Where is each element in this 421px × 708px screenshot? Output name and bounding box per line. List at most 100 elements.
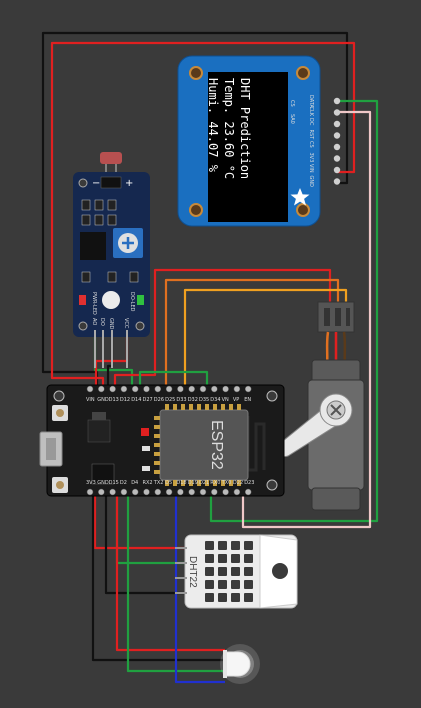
esp32-bottom-pin[interactable] [86,488,94,496]
ldr-pin-label: GND [108,318,114,330]
esp32-top-pin[interactable] [120,385,128,393]
oled-left-pin-cs: CS [289,100,295,107]
esp32-bottom-pin[interactable] [98,488,105,496]
oled-pin[interactable] [333,120,341,128]
oled-pin[interactable] [333,155,341,162]
esp32-chip [159,409,249,481]
esp32-bottom-pin[interactable] [244,488,252,496]
ldr-smd-parts [81,199,139,283]
esp32-bottom-pin-label: RX0 [210,480,220,486]
dht22-vent-grid [205,541,253,602]
oled-display[interactable]: DHT Prediction Temp. 23.60 °C Humi. 44.0… [177,55,341,227]
oled-pin-label: CS [308,141,314,148]
ldr-comparator-ic [80,232,106,260]
oled-pin-label: DC [308,118,314,126]
servo-motor[interactable] [276,301,365,511]
wire-red-led [115,496,225,652]
esp32-top-pin[interactable] [222,385,229,393]
esp32-bottom-pin[interactable] [154,488,162,496]
esp32-bottom-pin[interactable] [120,488,128,496]
photoresistor-head [100,152,122,164]
esp32-top-pin-label: EN [244,397,251,403]
oled-pin-label: DATA [308,95,314,108]
ldr-board [73,172,150,337]
oled-mount-hole [189,66,203,80]
pwr-led-label: PWR-LED [91,292,97,315]
esp32-bottom-pin[interactable] [199,488,207,496]
esp32-bottom-pin[interactable] [131,488,139,496]
oled-screen [208,72,288,222]
pwr-led [79,295,86,305]
esp32-chip-label: ESP32 [208,420,225,470]
esp32-top-pin-label: VP [233,397,239,403]
oled-pin[interactable] [333,109,341,116]
oled-pin[interactable] [333,143,341,151]
esp32-top-pin[interactable] [244,385,252,393]
star-logo-icon [290,188,310,206]
ldr-mount-hole [135,321,145,331]
oled-pin[interactable] [333,166,341,174]
esp32-top-pin-label: VIN [86,397,95,403]
esp32-bottom-pin[interactable] [177,488,184,496]
esp32-top-pin[interactable] [211,385,218,393]
oled-pin[interactable] [333,178,341,185]
oled-pin[interactable] [333,97,341,105]
esp32-bottom-pin[interactable] [165,488,173,496]
esp32-top-pin[interactable] [98,385,105,393]
esp32-bottom-pin-label: 3V3 [86,480,96,486]
esp32-top-pin[interactable] [131,385,139,393]
usb-uart-chip [91,463,115,485]
wire-black-dht-gnd [104,496,190,595]
esp32-top-pin-label: VN [222,397,229,403]
do-led [137,295,144,305]
esp32-top-pin[interactable] [154,385,162,393]
wire-black-led [91,496,225,662]
esp32-bottom-pin[interactable] [109,488,116,496]
esp32-bottom-pin[interactable] [143,488,150,496]
esp32-top-pin[interactable] [109,385,116,393]
dht22-sensor[interactable]: DHT22 [175,534,298,609]
servo-tab-bottom [311,487,361,511]
oled-line-3: Humi. 44.07 % [206,78,220,173]
oled-pin[interactable] [333,132,341,139]
wire-yellow-servo [183,288,348,385]
wire-red-servo [113,268,332,385]
esp32-bottom-pin[interactable] [222,488,229,496]
esp32-bottom-pin[interactable] [233,488,241,496]
do-led-label: DO-LED [129,292,135,312]
rgb-led[interactable] [220,644,260,684]
esp32-top-pin[interactable] [188,385,195,393]
oled-left-pin-sa0: SA0 [289,114,295,124]
dht22-mount-hole [272,563,288,579]
esp32-bottom-pin-label: D19 [188,480,198,486]
esp32-top-pin[interactable] [165,385,173,393]
esp32-top-pin[interactable] [233,385,241,393]
esp32-top-pin[interactable] [143,385,150,393]
esp32-bottom-pin-label: D15 [109,480,119,486]
esp32-bottom-pin[interactable] [211,488,218,496]
esp32-top-pin-label: D26 [154,397,164,403]
oled-mount-hole [189,203,203,217]
esp32-bottom-pin-label: D21 [199,480,209,486]
ldr-minus-label: − [92,178,100,189]
esp32-top-pin-label: D13 [109,397,119,403]
wire-red-oled-vin [50,41,356,385]
esp32-top-pin-label: D33 [176,397,186,403]
oled-pin-label: RST [308,130,314,141]
esp32-bottom-pin-label: GND [97,480,109,486]
ldr-pin-label: VCC [123,318,129,329]
esp32-top-pin[interactable] [86,385,94,393]
esp32-bottom-pin-label: TX0 [221,480,232,486]
esp32-top-pin[interactable] [177,385,184,393]
esp32-top-pin[interactable] [199,385,207,393]
voltage-regulator [87,419,111,443]
esp32-bottom-pin[interactable] [188,488,195,496]
esp32-bottom-pin-label: D18 [176,480,186,486]
ldr-pin-label: AO [91,318,97,325]
